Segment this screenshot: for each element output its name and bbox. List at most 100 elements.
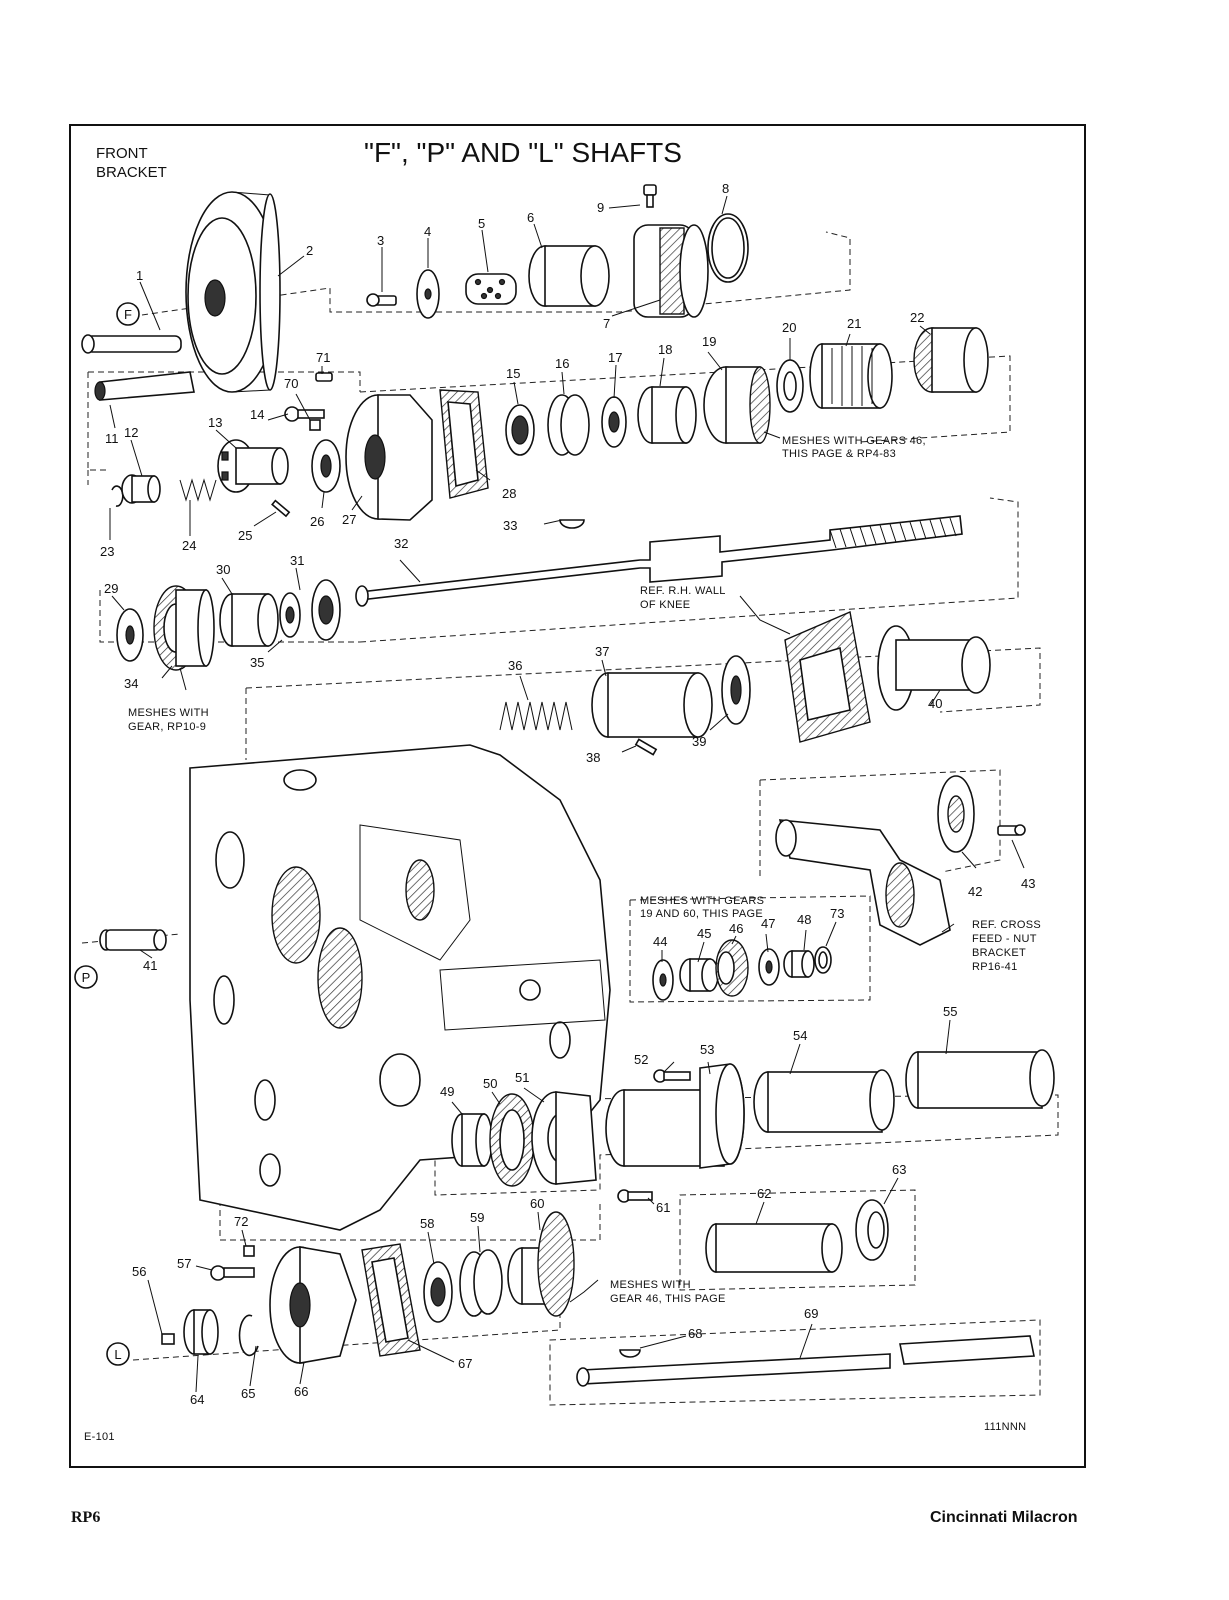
spline-sleeve-21 — [809, 343, 893, 409]
callout-32: 32 — [394, 536, 408, 551]
note-crossfeed-line2: FEED - NUT — [972, 933, 1037, 945]
shaft-marker-f — [116, 302, 140, 326]
screw-3 — [366, 293, 397, 307]
callout-57: 57 — [177, 1256, 191, 1271]
screw-56 — [161, 1333, 175, 1345]
page-code: RP6 — [71, 1509, 101, 1526]
callout-30: 30 — [216, 562, 230, 577]
callout-23: 23 — [100, 544, 114, 559]
bushing-49 — [451, 1113, 493, 1167]
callout-41: 41 — [143, 958, 157, 973]
note-crossfeed-line4: RP16-41 — [972, 961, 1018, 973]
callout-4: 4 — [424, 224, 431, 239]
sleeve-16 — [547, 394, 590, 456]
callout-13: 13 — [208, 415, 222, 430]
shaft-marker-f-label: F — [124, 307, 132, 322]
hub-6 — [528, 245, 610, 307]
screw-14 — [284, 406, 325, 422]
retainer-39 — [721, 655, 751, 725]
stud-40 — [877, 625, 991, 711]
callout-61: 61 — [656, 1200, 670, 1215]
sleeve-53 — [605, 1063, 745, 1169]
washer-4 — [416, 269, 440, 319]
shaft-69 — [576, 1335, 1035, 1387]
callout-16: 16 — [555, 356, 569, 371]
callout-20: 20 — [782, 320, 796, 335]
callout-33: 33 — [503, 518, 517, 533]
bearing-15 — [505, 404, 535, 456]
screw-57 — [210, 1265, 255, 1281]
callout-36: 36 — [508, 658, 522, 673]
dial-7 — [633, 224, 709, 318]
callout-65: 65 — [241, 1386, 255, 1401]
brand-name: Cincinnati Milacron — [930, 1509, 1078, 1526]
callout-29: 29 — [104, 581, 118, 596]
callout-44: 44 — [653, 934, 667, 949]
clutch-13 — [217, 439, 289, 493]
spacer-18 — [637, 386, 697, 444]
figure-frame — [69, 124, 1086, 1468]
shaft-marker-p — [74, 965, 98, 989]
tube-54 — [753, 1069, 895, 1133]
note-gear60-line2: GEAR 46, THIS PAGE — [610, 1293, 726, 1305]
handle-grip — [94, 371, 195, 401]
ring-73 — [814, 946, 832, 974]
pin-71 — [315, 372, 333, 382]
callout-26: 26 — [310, 514, 324, 529]
callout-73: 73 — [830, 906, 844, 921]
bracket-label-line1: FRONT — [96, 145, 148, 162]
callout-70: 70 — [284, 376, 298, 391]
callout-43: 43 — [1021, 876, 1035, 891]
callout-56: 56 — [132, 1264, 146, 1279]
sleeve-59 — [459, 1249, 503, 1317]
note-crossfeed-line1: REF. CROSS — [972, 919, 1041, 931]
knee-wall — [784, 611, 871, 743]
screw-43 — [997, 824, 1026, 836]
callout-27: 27 — [342, 512, 356, 527]
note-knee-line1: REF. R.H. WALL — [640, 585, 726, 597]
bearing-5 — [465, 273, 517, 305]
callout-39: 39 — [692, 734, 706, 749]
ring-8 — [707, 213, 749, 283]
bracket-arm — [775, 819, 951, 946]
callout-51: 51 — [515, 1070, 529, 1085]
callout-22: 22 — [910, 310, 924, 325]
sleeve-26 — [311, 439, 341, 493]
callout-45: 45 — [697, 926, 711, 941]
callout-66: 66 — [294, 1384, 308, 1399]
callout-35: 35 — [250, 655, 264, 670]
callout-63: 63 — [892, 1162, 906, 1177]
callout-64: 64 — [190, 1392, 204, 1407]
note-gear60-line1: MESHES WITH — [610, 1279, 691, 1291]
callout-48: 48 — [797, 912, 811, 927]
tube-62 — [705, 1223, 843, 1273]
callout-67: 67 — [458, 1356, 472, 1371]
washer-17 — [601, 396, 627, 448]
callout-34: 34 — [124, 676, 138, 691]
ring-65 — [238, 1314, 259, 1357]
spring-24 — [179, 478, 217, 502]
callout-37: 37 — [595, 644, 609, 659]
pin-72 — [243, 1245, 255, 1257]
callout-7: 7 — [603, 316, 610, 331]
gasket-67 — [361, 1243, 421, 1357]
key-68 — [619, 1349, 641, 1358]
notes: MESHES WITH GEARS 46, THIS PAGE & RP4-83… — [128, 435, 1041, 1305]
callout-28: 28 — [502, 486, 516, 501]
callout-71: 71 — [316, 350, 330, 365]
callouts: 1 2 3 4 5 6 7 8 9 11 12 13 14 15 16 17 1… — [100, 181, 1035, 1407]
figure-code: E-101 — [84, 1431, 115, 1443]
handwheel — [185, 191, 281, 393]
washer-35 — [279, 592, 301, 638]
callout-72: 72 — [234, 1214, 248, 1229]
bearing-45 — [679, 958, 719, 992]
tube-55 — [905, 1049, 1055, 1109]
screw-52 — [653, 1069, 691, 1083]
spring-36 — [499, 701, 573, 731]
note-gear46-line1: MESHES WITH GEARS — [640, 895, 764, 907]
callout-5: 5 — [478, 216, 485, 231]
callout-18: 18 — [658, 342, 672, 357]
callout-8: 8 — [722, 181, 729, 196]
bushing-48 — [783, 950, 815, 978]
